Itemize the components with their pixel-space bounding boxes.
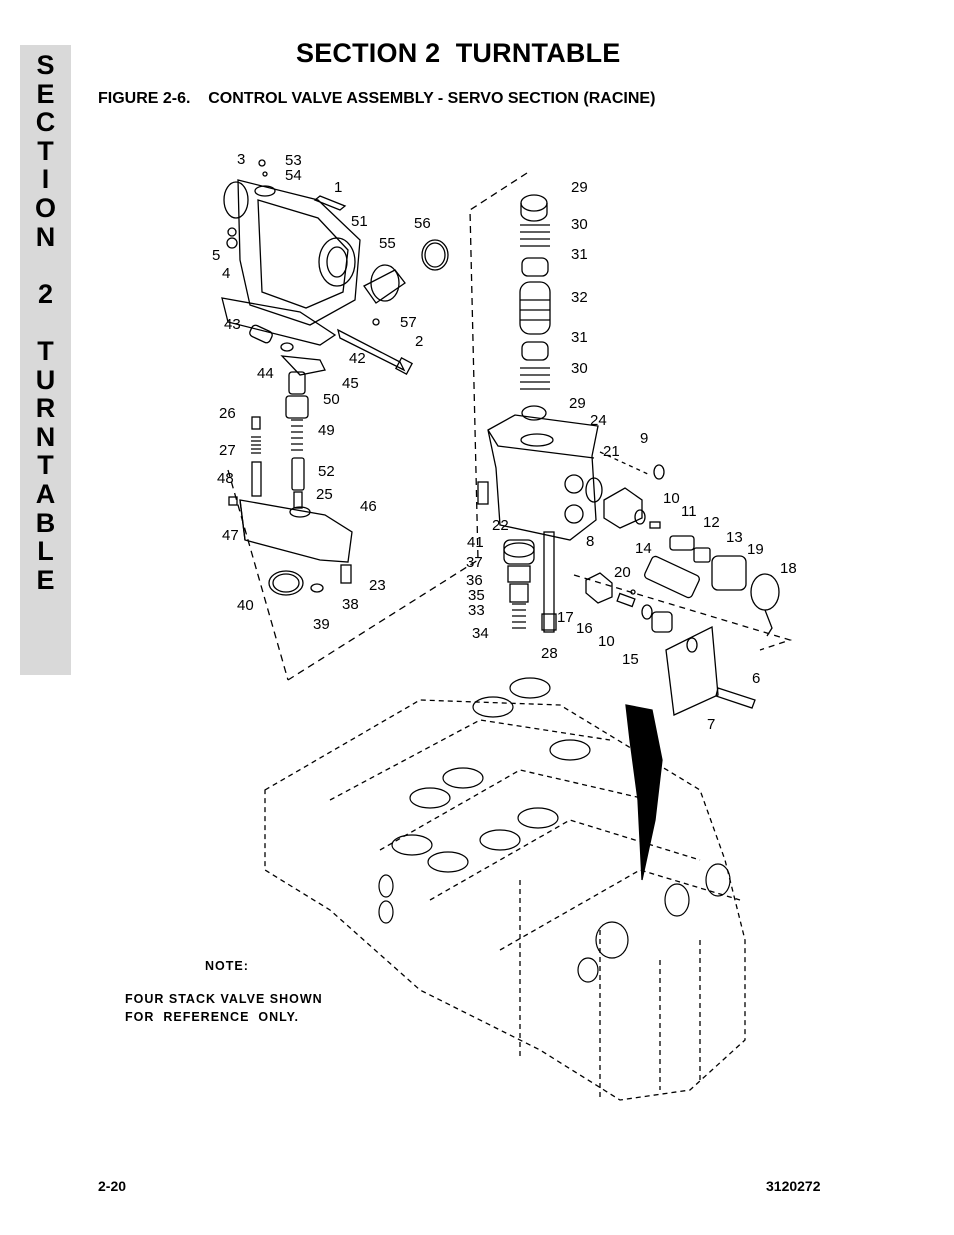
callout-label: 20 bbox=[614, 564, 631, 581]
callout-label: 9 bbox=[640, 430, 648, 447]
callout-label: 17 bbox=[557, 609, 574, 626]
callout-label: 44 bbox=[257, 365, 274, 382]
callout-label: 37 bbox=[466, 554, 483, 571]
callout-label: 2 bbox=[415, 333, 423, 350]
side-tab-letters: S E C T I O N 2 T U R N T A B L E bbox=[20, 51, 71, 594]
side-tab-letter: L bbox=[37, 536, 54, 567]
callout-label: 26 bbox=[219, 405, 236, 422]
callout-label: 55 bbox=[379, 235, 396, 252]
side-tab-letter: E bbox=[36, 78, 55, 109]
callout-label: 52 bbox=[318, 463, 335, 480]
callout-label: 5 bbox=[212, 247, 220, 264]
callout-label: 1 bbox=[334, 179, 342, 196]
page-title: SECTION 2 TURNTABLE bbox=[296, 38, 621, 68]
note-heading: NOTE: bbox=[205, 959, 249, 973]
callout-label: 31 bbox=[571, 329, 588, 346]
side-tab-letter: 2 bbox=[37, 278, 54, 309]
callout-label: 45 bbox=[342, 375, 359, 392]
callout-label: 54 bbox=[285, 167, 302, 184]
page-number: 2-20 bbox=[98, 1178, 127, 1194]
side-tab-letter: A bbox=[35, 478, 56, 509]
callout-label: 8 bbox=[586, 533, 594, 550]
note-line: FOUR STACK VALVE SHOWN bbox=[125, 992, 323, 1006]
section-side-tab: S E C T I O N 2 T U R N T A B L E bbox=[20, 45, 71, 675]
side-tab-letter: S bbox=[36, 50, 55, 80]
callout-label: 21 bbox=[603, 443, 620, 460]
callout-label: 50 bbox=[323, 391, 340, 408]
callout-label: 51 bbox=[351, 213, 368, 230]
callout-label: 29 bbox=[571, 179, 588, 196]
callout-label: 36 bbox=[466, 572, 483, 589]
callout-label: 43 bbox=[224, 316, 241, 333]
callout-label: 33 bbox=[468, 602, 485, 619]
side-tab-letter: O bbox=[34, 192, 56, 223]
callout-label: 12 bbox=[703, 514, 720, 531]
callout-label: 18 bbox=[780, 560, 797, 577]
callout-label: 7 bbox=[707, 716, 715, 733]
callout-label: 35 bbox=[468, 587, 485, 604]
side-tab-letter: R bbox=[35, 393, 56, 424]
callout-label: 31 bbox=[571, 246, 588, 263]
callout-label: 39 bbox=[313, 616, 330, 633]
callout-label: 42 bbox=[349, 350, 366, 367]
callout-label: 38 bbox=[342, 596, 359, 613]
callout-label: 22 bbox=[492, 517, 509, 534]
figure-caption: FIGURE 2-6. CONTROL VALVE ASSEMBLY - SER… bbox=[98, 90, 656, 107]
side-tab-letter: N bbox=[35, 221, 56, 252]
callout-label: 32 bbox=[571, 289, 588, 306]
callout-label: 25 bbox=[316, 486, 333, 503]
callout-label: 10 bbox=[663, 490, 680, 507]
callout-label: 48 bbox=[217, 470, 234, 487]
callout-label: 27 bbox=[219, 442, 236, 459]
callout-label: 16 bbox=[576, 620, 593, 637]
side-tab-letter: T bbox=[37, 135, 54, 166]
callout-label: 10 bbox=[598, 633, 615, 650]
callout-label: 29 bbox=[569, 395, 586, 412]
side-tab-letter: T bbox=[37, 335, 54, 366]
callout-label: 15 bbox=[622, 651, 639, 668]
side-tab-letter: I bbox=[41, 164, 50, 195]
side-tab-letter: C bbox=[35, 107, 56, 138]
callout-label: 28 bbox=[541, 645, 558, 662]
note-line: FOR REFERENCE ONLY. bbox=[125, 1010, 299, 1024]
callout-label: 46 bbox=[360, 498, 377, 515]
callout-label: 40 bbox=[237, 597, 254, 614]
callout-label: 57 bbox=[400, 314, 417, 331]
callout-label: 6 bbox=[752, 670, 760, 687]
side-tab-letter: E bbox=[36, 564, 55, 595]
callout-label: 30 bbox=[571, 360, 588, 377]
side-tab-letter: B bbox=[35, 507, 56, 538]
side-tab-letter: T bbox=[37, 450, 54, 481]
callout-label: 56 bbox=[414, 215, 431, 232]
document-number: 3120272 bbox=[766, 1178, 821, 1194]
side-tab-letter: U bbox=[35, 364, 56, 395]
callout-label: 23 bbox=[369, 577, 386, 594]
callout-label: 30 bbox=[571, 216, 588, 233]
callout-label: 34 bbox=[472, 625, 489, 642]
callout-label: 3 bbox=[237, 151, 245, 168]
callout-label: 19 bbox=[747, 541, 764, 558]
callout-label: 41 bbox=[467, 534, 484, 551]
callout-label: 53 bbox=[285, 152, 302, 169]
callout-label: 14 bbox=[635, 540, 652, 557]
callout-label: 47 bbox=[222, 527, 239, 544]
callout-label: 11 bbox=[681, 503, 697, 520]
callout-label: 13 bbox=[726, 529, 743, 546]
side-tab-letter: N bbox=[35, 421, 56, 452]
callout-label: 49 bbox=[318, 422, 335, 439]
callout-label: 24 bbox=[590, 412, 607, 429]
callout-label: 4 bbox=[222, 265, 230, 282]
